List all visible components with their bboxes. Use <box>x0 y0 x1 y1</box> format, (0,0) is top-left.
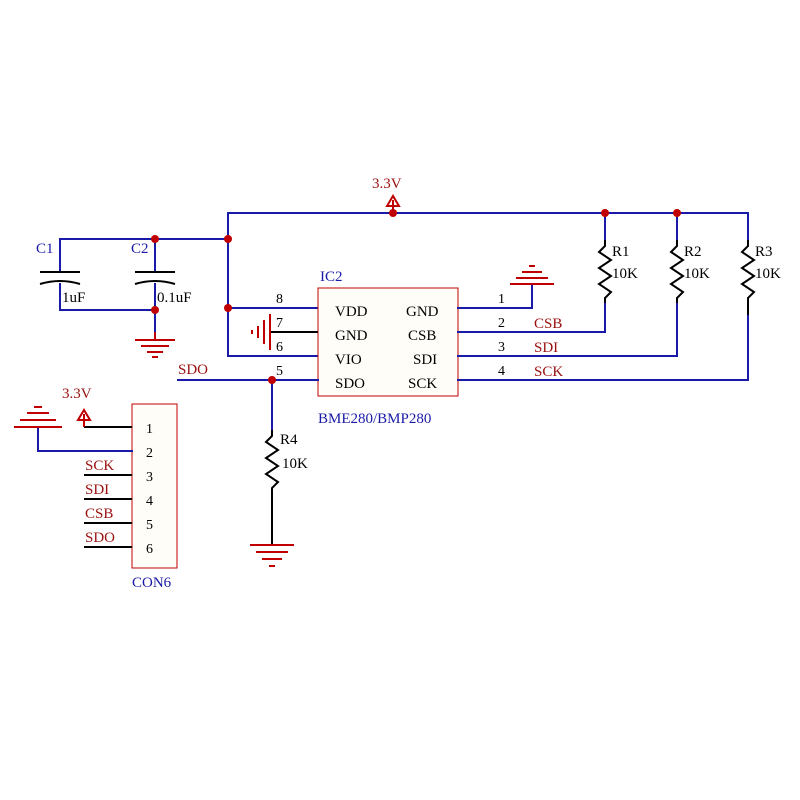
ic-pin-num-1: 1 <box>498 292 505 307</box>
ic-ref: IC2 <box>320 269 343 285</box>
ic-pin-name-sdo: SDO <box>335 376 365 392</box>
resistor-r1 <box>597 212 613 333</box>
r2-ref: R2 <box>684 244 702 260</box>
ic-pin-name-sdi: SDI <box>413 352 437 368</box>
junction-dots <box>151 209 681 384</box>
ic-pin-num-6: 6 <box>276 340 283 355</box>
ic-pin-num-3: 3 <box>498 340 505 355</box>
c1-ref: C1 <box>36 241 54 257</box>
ic-gnd-left-wire <box>251 314 318 350</box>
csb-net-label: CSB <box>534 316 562 332</box>
power-label-connector: 3.3V <box>62 386 92 402</box>
c1-value: 1uF <box>62 290 85 306</box>
c2-value: 0.1uF <box>157 290 192 306</box>
r1-value: 10K <box>612 266 638 282</box>
ic-pin-name-csb: CSB <box>408 328 436 344</box>
capacitor-c2 <box>134 238 176 333</box>
ground-icon-r4 <box>250 544 294 567</box>
r3-ref: R3 <box>755 244 773 260</box>
resistor-r2 <box>669 212 685 357</box>
ic-pin-num-4: 4 <box>498 364 505 379</box>
sdi-net-label: SDI <box>534 340 558 356</box>
connector-pin-5: 5 <box>146 518 153 533</box>
connector-pin-1: 1 <box>146 422 153 437</box>
ground-icon-connector <box>14 406 133 452</box>
ic-pin-name-vio: VIO <box>335 352 362 368</box>
connector-pin-4: 4 <box>146 494 153 509</box>
ground-icon-caps <box>135 332 175 358</box>
ic-pin-name-sck: SCK <box>408 376 437 392</box>
ic-pin-num-8: 8 <box>276 292 283 307</box>
ic-body <box>317 287 459 397</box>
r4-ref: R4 <box>280 432 298 448</box>
connector-net-sdi: SDI <box>85 482 109 498</box>
ic-pin-num-2: 2 <box>498 316 505 331</box>
ic-pin-name-vdd: VDD <box>335 304 368 320</box>
r2-value: 10K <box>684 266 710 282</box>
connector-pin-6: 6 <box>146 542 153 557</box>
ic-part: BME280/BMP280 <box>318 411 431 427</box>
connector-pin-2: 2 <box>146 446 153 461</box>
connector-body <box>131 403 178 569</box>
connector-ref: CON6 <box>132 575 172 591</box>
connector-net-sck: SCK <box>85 458 114 474</box>
ic-pin-name-gnd-left: GND <box>335 328 368 344</box>
resistor-r3 <box>740 212 756 381</box>
connector-pin-3: 3 <box>146 470 153 485</box>
ic-gnd-right <box>457 265 554 309</box>
r3-value: 10K <box>755 266 781 282</box>
ic-pin-num-7: 7 <box>276 316 283 331</box>
r4-value: 10K <box>282 456 308 472</box>
resistor-r4 <box>264 379 280 545</box>
r1-ref: R1 <box>612 244 630 260</box>
ic-pin-num-5: 5 <box>276 364 283 379</box>
sck-net-label: SCK <box>534 364 563 380</box>
power-symbol-connector <box>76 408 132 428</box>
c2-ref: C2 <box>131 241 149 257</box>
sdo-net-label: SDO <box>178 362 208 378</box>
power-label-main: 3.3V <box>372 176 402 192</box>
connector-net-csb: CSB <box>85 506 113 522</box>
ic-pin-name-gnd-right: GND <box>406 304 439 320</box>
connector-net-sdo: SDO <box>85 530 115 546</box>
capacitor-c1 <box>39 238 81 311</box>
